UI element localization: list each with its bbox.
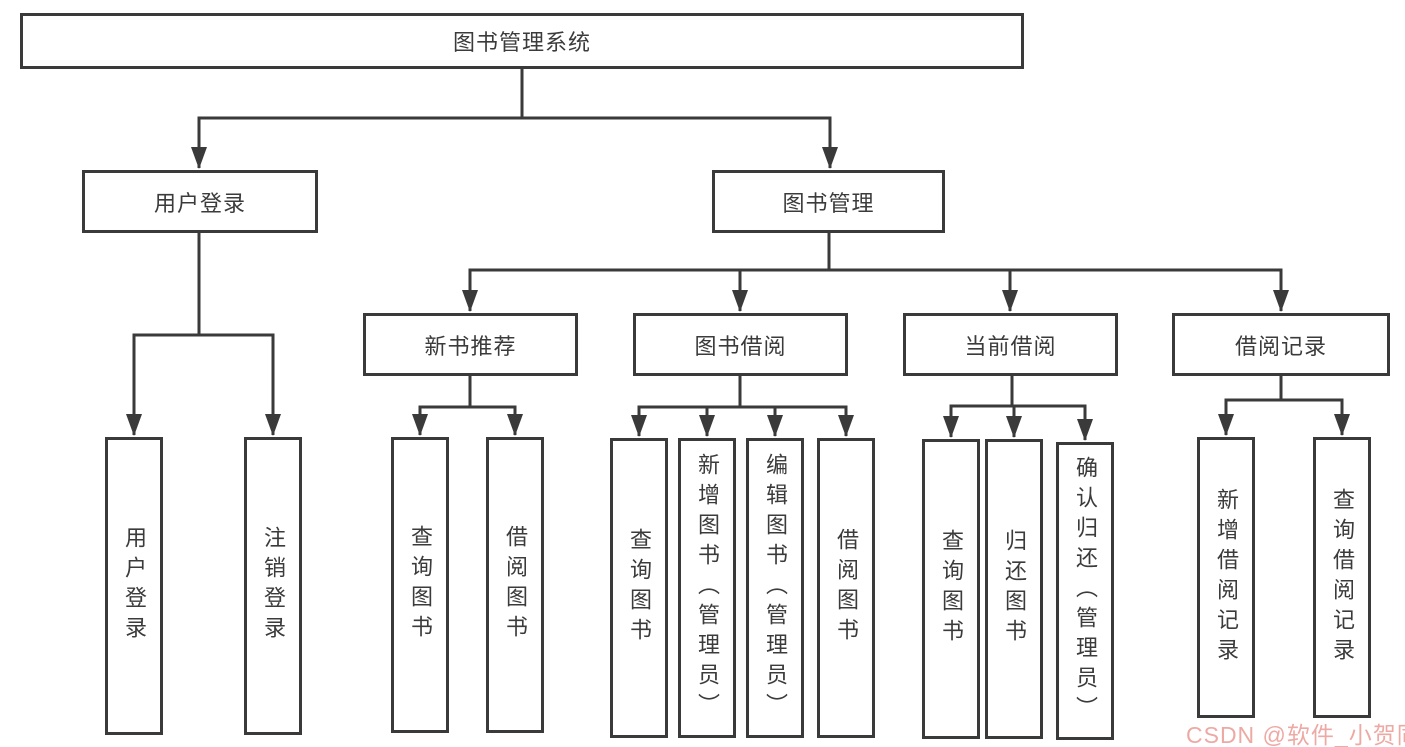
leaf-br-query-record: 查询借阅记录 <box>1313 437 1371 718</box>
node-root-label: 图书管理系统 <box>452 30 591 55</box>
leaf-br-add-record-label: 新增借阅记录 <box>1214 487 1239 668</box>
watermark-text: CSDN @软件_小贺同学 <box>1186 722 1405 747</box>
leaf-rec-query-books-label: 查询图书 <box>408 525 433 645</box>
connector-book-mgmt-split <box>462 231 1289 312</box>
leaf-cb-query-books-label: 查询图书 <box>939 529 964 649</box>
node-book-mgmt: 图书管理 <box>712 170 945 233</box>
node-borrow-records-label: 借阅记录 <box>1234 333 1327 359</box>
connector-current-borrow-split <box>943 375 1093 441</box>
leaf-logout: 注销登录 <box>244 437 302 735</box>
node-borrow-records: 借阅记录 <box>1172 313 1390 376</box>
leaf-rec-borrow-books: 借阅图书 <box>486 437 544 733</box>
node-current-borrow-label: 当前借阅 <box>964 333 1057 359</box>
connector-user-login-split <box>126 231 281 436</box>
node-current-borrow: 当前借阅 <box>903 313 1118 376</box>
node-user-login-label: 用户登录 <box>153 190 246 216</box>
leaf-br-query-record-label: 查询借阅记录 <box>1330 487 1355 668</box>
connector-book-borrow-split <box>631 375 854 437</box>
leaf-br-add-record: 新增借阅记录 <box>1197 437 1255 718</box>
leaf-bb-query-books-label: 查询图书 <box>627 528 652 648</box>
leaf-cb-query-books: 查询图书 <box>922 439 980 739</box>
node-new-book-rec: 新书推荐 <box>363 313 578 376</box>
node-book-borrow-label: 图书借阅 <box>694 333 787 359</box>
leaf-bb-edit-books: 编辑图书（管理员） <box>746 438 804 738</box>
connector-new-book-rec-split <box>412 375 523 436</box>
leaf-bb-edit-books-label: 编辑图书（管理员） <box>763 453 788 723</box>
node-user-login: 用户登录 <box>82 170 318 233</box>
leaf-bb-add-books-label: 新增图书（管理员） <box>695 453 720 723</box>
leaf-bb-borrow-books-label: 借阅图书 <box>834 528 859 648</box>
connector-root-split <box>191 68 838 169</box>
node-root: 图书管理系统 <box>20 13 1024 69</box>
node-book-borrow: 图书借阅 <box>633 313 848 376</box>
leaf-bb-add-books: 新增图书（管理员） <box>678 438 736 738</box>
leaf-rec-borrow-books-label: 借阅图书 <box>503 525 528 645</box>
leaf-bb-query-books: 查询图书 <box>610 438 668 738</box>
node-new-book-rec-label: 新书推荐 <box>424 333 517 359</box>
leaf-logout-label: 注销登录 <box>261 526 286 646</box>
node-book-mgmt-label: 图书管理 <box>782 190 875 216</box>
leaf-cb-confirm-return-label: 确认归还（管理员） <box>1073 456 1098 726</box>
leaf-cb-return-books-label: 归还图书 <box>1002 529 1027 649</box>
leaf-user-login-label: 用户登录 <box>122 526 147 646</box>
leaf-cb-confirm-return: 确认归还（管理员） <box>1056 442 1114 740</box>
leaf-bb-borrow-books: 借阅图书 <box>817 438 875 738</box>
leaf-rec-query-books: 查询图书 <box>391 437 449 733</box>
connector-borrow-records-split <box>1218 375 1350 436</box>
leaf-user-login: 用户登录 <box>105 437 163 735</box>
leaf-cb-return-books: 归还图书 <box>985 439 1043 739</box>
